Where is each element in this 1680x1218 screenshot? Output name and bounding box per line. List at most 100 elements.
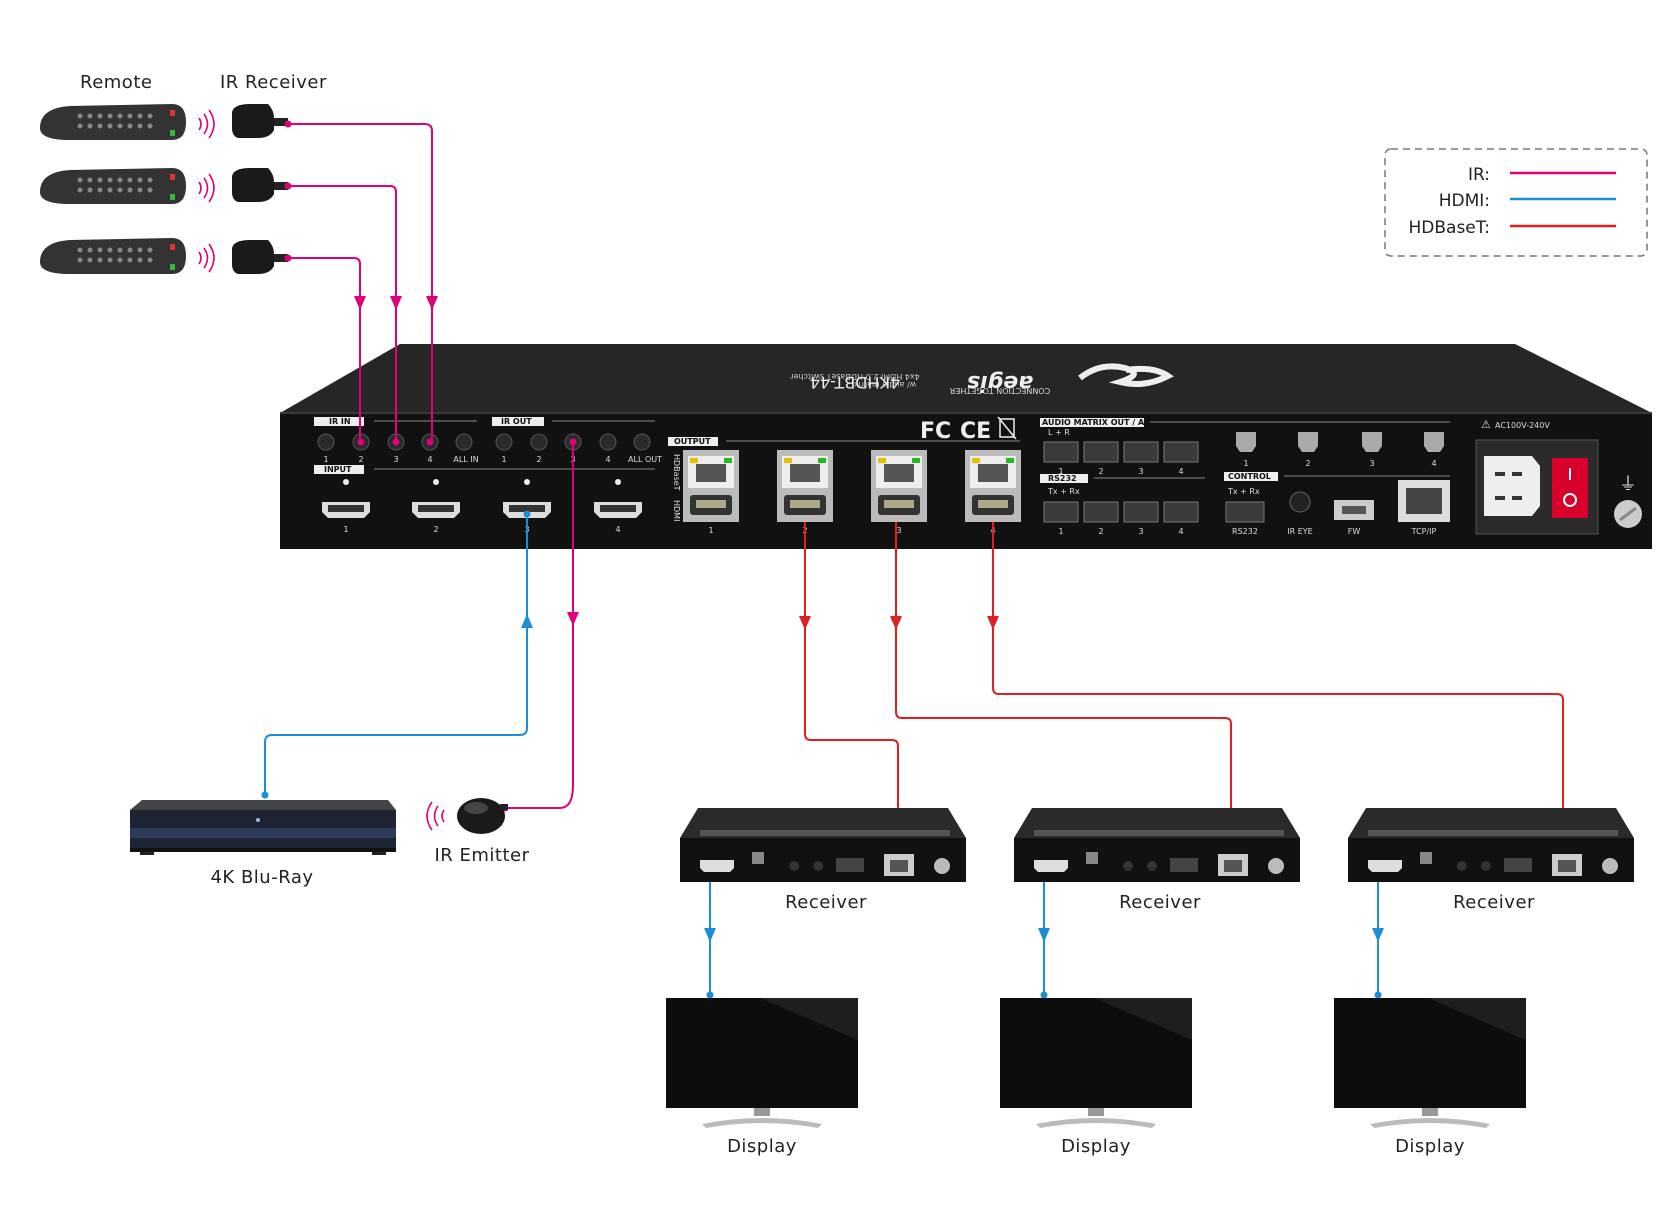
ir-cables — [288, 123, 574, 809]
legend-hdmi-label: HDMI: — [1439, 191, 1490, 211]
display-2-label: Display — [1061, 1136, 1131, 1157]
ir-out-ports — [495, 433, 651, 451]
hdmi-cables — [264, 514, 1379, 995]
model-description: 4x4 HDMI 2.0 HDBaseT switcher — [790, 372, 920, 381]
ir-in-2-label: 2 — [358, 455, 363, 464]
receiver-3-label: Receiver — [1453, 892, 1535, 913]
ir-signal-icon — [198, 173, 215, 203]
display-1-label: Display — [727, 1136, 797, 1157]
ir-out-1-label: 1 — [501, 455, 506, 464]
control-tag — [1224, 472, 1278, 481]
ir-all-in-label: ALL IN — [453, 455, 478, 464]
control-rs232-label: RS232 — [1232, 527, 1258, 536]
rs232-tag — [1040, 474, 1088, 483]
ir-in-4-label: 4 — [427, 455, 432, 464]
audio-tag-label: AUDIO MATRIX OUT / ARC — [1042, 418, 1156, 427]
ir-emitter-label: IR Emitter — [434, 845, 529, 866]
legend-hdbaset-label: HDBaseT: — [1408, 218, 1490, 238]
audio-4-label: 4 — [1178, 467, 1183, 476]
ground-icon: ⏚ — [1619, 474, 1637, 495]
ir-eye-label: IR EYE — [1287, 527, 1312, 536]
output-tag — [668, 437, 718, 446]
ir-signal-icon — [198, 109, 215, 139]
display-3 — [1334, 998, 1526, 1128]
power-switch[interactable] — [1552, 458, 1588, 518]
audio-3-label: 3 — [1138, 467, 1143, 476]
rs232-2-label: 2 — [1098, 527, 1103, 536]
remote-2 — [40, 168, 186, 204]
ir-emitter-signal-icon — [426, 801, 445, 831]
brand-tagline: CONNECTION TOGETHER — [949, 386, 1050, 395]
rs232-tag-label: RS232 — [1048, 474, 1077, 483]
remote-1 — [40, 104, 186, 140]
ir-receiver-3 — [232, 240, 288, 274]
receiver-1 — [680, 808, 966, 882]
ir-out-tag-label: IR OUT — [501, 417, 532, 426]
rs232-1-label: 1 — [1058, 527, 1063, 536]
control-tag-label: CONTROL — [1228, 472, 1271, 481]
optical-4-label: 4 — [1431, 459, 1436, 468]
input-2-label: 2 — [433, 525, 438, 534]
ir-receiver-2 — [232, 168, 288, 202]
optical-2-label: 2 — [1305, 459, 1310, 468]
output-ports — [683, 450, 1021, 522]
brand-text: aegis — [967, 370, 1033, 395]
legend-ir-label: IR: — [1468, 165, 1490, 185]
input-4-label: 4 — [615, 525, 620, 534]
brand-logo: aegis — [967, 363, 1174, 395]
output-1-label: 1 — [708, 526, 713, 535]
ir-receiver-1 — [232, 104, 288, 138]
ir-emitter — [457, 798, 508, 834]
svg-text:CE: CE — [960, 419, 991, 444]
audio-2-label: 2 — [1098, 467, 1103, 476]
blu-ray-player — [130, 800, 396, 855]
receiver-2 — [1014, 808, 1300, 882]
input-tag-label: INPUT — [324, 465, 352, 474]
output-3-label: 3 — [896, 526, 901, 535]
rs232-txrx-label: Tx + Rx — [1047, 487, 1080, 496]
display-3-label: Display — [1395, 1136, 1465, 1157]
optical-3-label: 3 — [1369, 459, 1374, 468]
input-tag — [314, 465, 364, 474]
audio-1-label: 1 — [1058, 467, 1063, 476]
audio-tag — [1040, 418, 1144, 427]
hdmi-input-ports — [322, 502, 642, 518]
matrix-switcher: aegis CONNECTION TOGETHER 4KHDBT-44 4x4 … — [280, 344, 1652, 549]
ir-in-tag — [314, 417, 364, 426]
rs232-terminals — [1043, 501, 1199, 523]
audio-terminals — [1043, 441, 1199, 463]
optical-1-label: 1 — [1243, 459, 1248, 468]
input-leds — [343, 479, 621, 485]
control-txrx-label: Tx + Rx — [1227, 487, 1260, 496]
rs232-3-label: 3 — [1138, 527, 1143, 536]
hdmi-arrows — [261, 510, 1384, 999]
input-1-label: 1 — [343, 525, 348, 534]
remote-label: Remote — [80, 72, 152, 93]
audio-lr-label: L + R — [1048, 428, 1070, 437]
remote-3 — [40, 238, 186, 274]
optical-ports — [1236, 432, 1444, 452]
ir-out-4-label: 4 — [605, 455, 610, 464]
receiver-3 — [1348, 808, 1634, 882]
ir-signal-icon — [198, 243, 215, 273]
hdmi-side-label: HDMI — [672, 500, 681, 521]
blu-ray-label: 4K Blu-Ray — [210, 867, 313, 888]
hdbaset-side-label: HDBaseT — [672, 454, 681, 491]
receiver-1-label: Receiver — [785, 892, 867, 913]
tcpip-label: TCP/IP — [1411, 527, 1437, 536]
ir-in-1-label: 1 — [323, 455, 328, 464]
ir-out-tag — [492, 417, 544, 426]
control-rs232-terminal — [1225, 501, 1265, 523]
svg-text:FC: FC — [920, 419, 951, 444]
display-1 — [666, 998, 858, 1128]
legend: IR: HDMI: HDBaseT: — [1384, 148, 1648, 257]
ir-receiver-label: IR Receiver — [220, 72, 327, 93]
display-2 — [1000, 998, 1192, 1128]
ir-out-2-label: 2 — [536, 455, 541, 464]
output-tag-label: OUTPUT — [674, 437, 711, 446]
power-rating: AC100V-240V — [1495, 421, 1550, 430]
receiver-2-label: Receiver — [1119, 892, 1201, 913]
iec-inlet-icon — [1484, 456, 1540, 516]
model-subtitle: w/ audio matrix — [853, 380, 916, 389]
